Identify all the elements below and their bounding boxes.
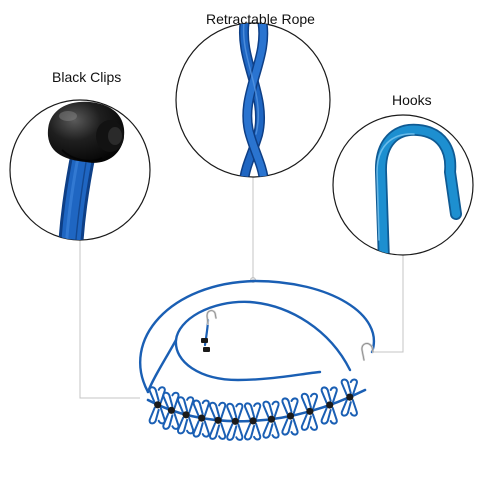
- callout-label-hooks: Hooks: [392, 92, 432, 108]
- callout-retractable-rope: [175, 22, 331, 178]
- clothes-pin-clip: [208, 401, 227, 440]
- clothes-pin-clip: [148, 386, 166, 425]
- rope-outer-loop: [139, 279, 375, 394]
- rope-stoppers: [201, 338, 210, 352]
- clothes-pin-clip: [192, 399, 210, 438]
- hook-center: [205, 309, 218, 326]
- rope-lower-run: [146, 338, 178, 394]
- clothes-pin-clip: [300, 392, 319, 431]
- callout-label-retractable-rope: Retractable Rope: [206, 11, 315, 27]
- clothes-pin-clip: [226, 402, 244, 441]
- leader-line-hooks: [372, 255, 404, 353]
- callout-black-clips: [9, 99, 151, 241]
- callout-label-black-clips: Black Clips: [52, 69, 122, 85]
- clothes-pin-clip: [320, 386, 338, 425]
- hook-right: [360, 342, 375, 362]
- clip-row: [148, 378, 358, 441]
- clothes-pin-clip: [262, 400, 280, 439]
- callout-hooks: [332, 114, 474, 256]
- clothes-pin-clip: [162, 391, 180, 430]
- clothes-pin-clip: [340, 378, 358, 417]
- leader-line-black-clips: [79, 240, 140, 399]
- clothesline: [139, 279, 375, 423]
- clothes-pin-clip: [281, 397, 299, 436]
- clothes-pin-clip: [243, 402, 262, 441]
- clothes-pin-clip: [176, 396, 195, 435]
- leader-lines: [79, 177, 404, 399]
